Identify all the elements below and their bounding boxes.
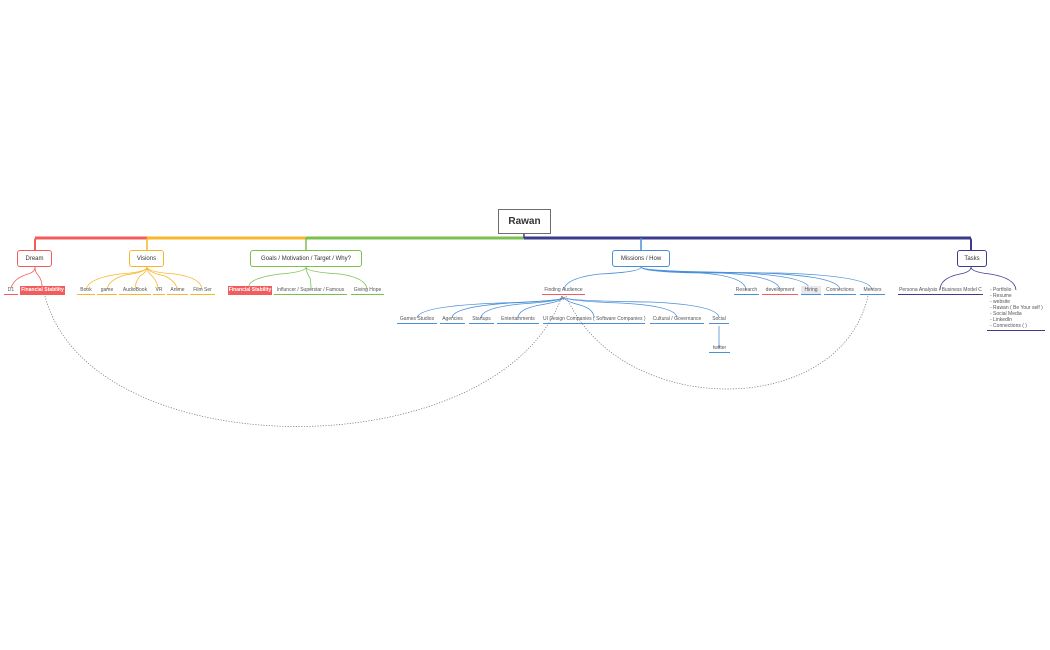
leaf-goals-financial-stability[interactable]: Financial Stability [228,286,272,295]
leaf-visions-audiobook[interactable]: AudioBook [119,286,151,295]
relation-audience-to-mentors [565,295,869,390]
leaf-audience-startups[interactable]: Startups [469,315,494,324]
leaf-visions-anime[interactable]: Anime [167,286,188,295]
node-goals[interactable]: Goals / Motivation / Target / Why? [250,250,362,267]
leaf-audience-games-studios[interactable]: Games Studios [397,315,437,324]
leaf-goals-giving-hope[interactable]: Giving Hope [351,286,384,295]
tasks-list-item: - website [990,299,1011,305]
tasks-list-item: - Social Media [990,311,1022,317]
tasks-list-item: - LinkedIn [990,317,1012,323]
relation-financial-to-audience [44,295,563,427]
leaf-missions-finding-audience[interactable]: Finding Audience [542,286,585,295]
leaf-missions-research[interactable]: Research [734,287,759,295]
node-tasks[interactable]: Tasks [957,250,987,267]
node-missions[interactable]: Missions / How [612,250,670,267]
leaf-dream-d1[interactable]: D1 [4,286,18,295]
leaf-social-twitter[interactable]: twitter [709,344,730,353]
leaf-missions-hiring[interactable]: Hiring [801,286,821,295]
leaf-audience-agencies[interactable]: Agencies [440,315,465,324]
root-node[interactable]: Rawan [498,209,551,234]
leaf-goals-influncer[interactable]: Influncer / Superstar / Famous [274,286,347,295]
tasks-list-item: - Resume [990,293,1012,299]
tasks-checklist[interactable]: - Portfolio - Resume - website - Rawan (… [990,287,1043,329]
trunk-right-drop [968,237,972,250]
tasks-list-item: - Portfolio [990,287,1012,293]
leaf-audience-entertainments[interactable]: Entertainments [497,315,539,324]
node-visions[interactable]: Visions [129,250,164,267]
leaf-dream-financial-stability[interactable]: Financial Stability [20,286,65,295]
leaf-visions-vr[interactable]: VR [153,286,165,295]
tasks-list-underline [987,330,1045,331]
tasks-list-item: - Connections ( ) [990,323,1027,329]
node-dream[interactable]: Dream [17,250,52,267]
leaf-visions-film-ser[interactable]: Film Ser [190,286,215,295]
trunk-left-drop [34,237,38,250]
leaf-visions-book[interactable]: Book [77,286,95,295]
leaf-missions-mentors[interactable]: Mentors [860,286,885,295]
tasks-list-item: - Rawan ( Be Your self ) [990,305,1043,311]
leaf-visions-game[interactable]: game [97,286,117,295]
leaf-audience-cultural-governance[interactable]: Cultural / Governance [650,315,704,324]
leaf-missions-development[interactable]: development [762,286,798,295]
leaf-tasks-persona-analysis[interactable]: Persona Analysis / Business Model C [898,287,983,295]
leaf-missions-connections[interactable]: Connections [824,286,856,295]
leaf-audience-social[interactable]: Social [709,315,729,324]
leaf-audience-ui-design-companies[interactable]: UI Design Companies ( Software Companies… [543,316,646,324]
